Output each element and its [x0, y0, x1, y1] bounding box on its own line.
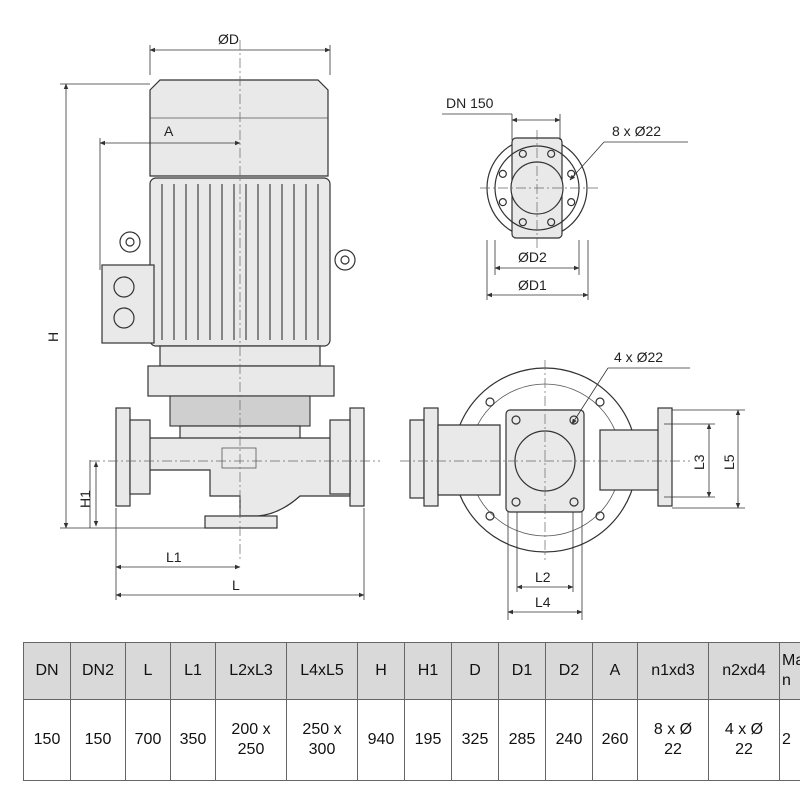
flange-view: [480, 130, 600, 250]
table-header-cell: D2: [545, 642, 593, 700]
dim-d1: ØD1: [518, 277, 547, 293]
side-dimensions: ØD A H H1 L1 L: [45, 31, 365, 600]
dim-l: L: [232, 577, 240, 593]
bolt-hole: [485, 511, 495, 521]
table-cell: 260: [592, 699, 638, 781]
table-cell: 285: [498, 699, 546, 781]
dim-diameter-d: ØD: [218, 31, 239, 47]
dim-d2: ØD2: [518, 249, 547, 265]
table-header-cell: D: [451, 642, 499, 700]
bolt-hole: [569, 497, 579, 507]
table-cell: 150: [23, 699, 71, 781]
bolt-hole: [498, 169, 507, 178]
bolt-hole: [595, 397, 605, 407]
table-header-cell: D1: [498, 642, 546, 700]
table-cell: 350: [170, 699, 216, 781]
table-header-cell: DN: [23, 642, 71, 700]
table-cell: 325: [451, 699, 499, 781]
dim-h1: H1: [77, 490, 93, 508]
table-header-cell: L1: [170, 642, 216, 700]
table-header-cell: H1: [404, 642, 452, 700]
table-cell: 240: [545, 699, 593, 781]
table-cell: 700: [125, 699, 171, 781]
table-cell: 195: [404, 699, 452, 781]
dim-h: H: [45, 332, 61, 342]
bolt-hole: [511, 415, 521, 425]
dim-l4: L4: [535, 594, 551, 610]
bolt-hole: [485, 397, 495, 407]
bolt-hole: [511, 497, 521, 507]
table-header-cell: A: [592, 642, 638, 700]
dim-a: A: [164, 123, 174, 139]
table-cell: 940: [357, 699, 405, 781]
bolt-hole: [498, 198, 507, 207]
bolts-bottom-label: 4 x Ø22: [614, 349, 663, 365]
dim-l1: L1: [166, 549, 182, 565]
table-header-cell: L4xL5: [286, 642, 358, 700]
flange-dimensions: DN 150 8 x Ø22 ØD2 ØD1: [442, 95, 688, 300]
technical-drawing: ØD A H H1 L1 L DN 150 8 x Ø22: [45, 31, 745, 620]
top-dimensions: 4 x Ø22 L3 L5 L2 L4: [507, 349, 745, 620]
dn-label: DN 150: [446, 95, 494, 111]
bolt-hole: [547, 149, 556, 158]
bolt-hole: [547, 218, 556, 227]
table-cell: 150: [70, 699, 126, 781]
table-header-cell: n1xd3: [637, 642, 709, 700]
side-view: [90, 40, 380, 560]
dim-l2: L2: [535, 569, 551, 585]
bolt-hole: [567, 198, 576, 207]
table-header-cell: DN2: [70, 642, 126, 700]
bolt-hole: [595, 511, 605, 521]
table-header-cell: n2xd4: [708, 642, 780, 700]
dim-l3: L3: [691, 454, 707, 470]
dim-l5: L5: [721, 454, 737, 470]
bolt-hole: [518, 218, 527, 227]
table-header-cell: H: [357, 642, 405, 700]
table-header-cell: L: [125, 642, 171, 700]
bolt-hole: [518, 149, 527, 158]
top-view: [400, 360, 690, 560]
table-cell: 2: [779, 699, 800, 781]
table-header-cell: L2xL3: [215, 642, 287, 700]
bolts-top-label: 8 x Ø22: [612, 123, 661, 139]
